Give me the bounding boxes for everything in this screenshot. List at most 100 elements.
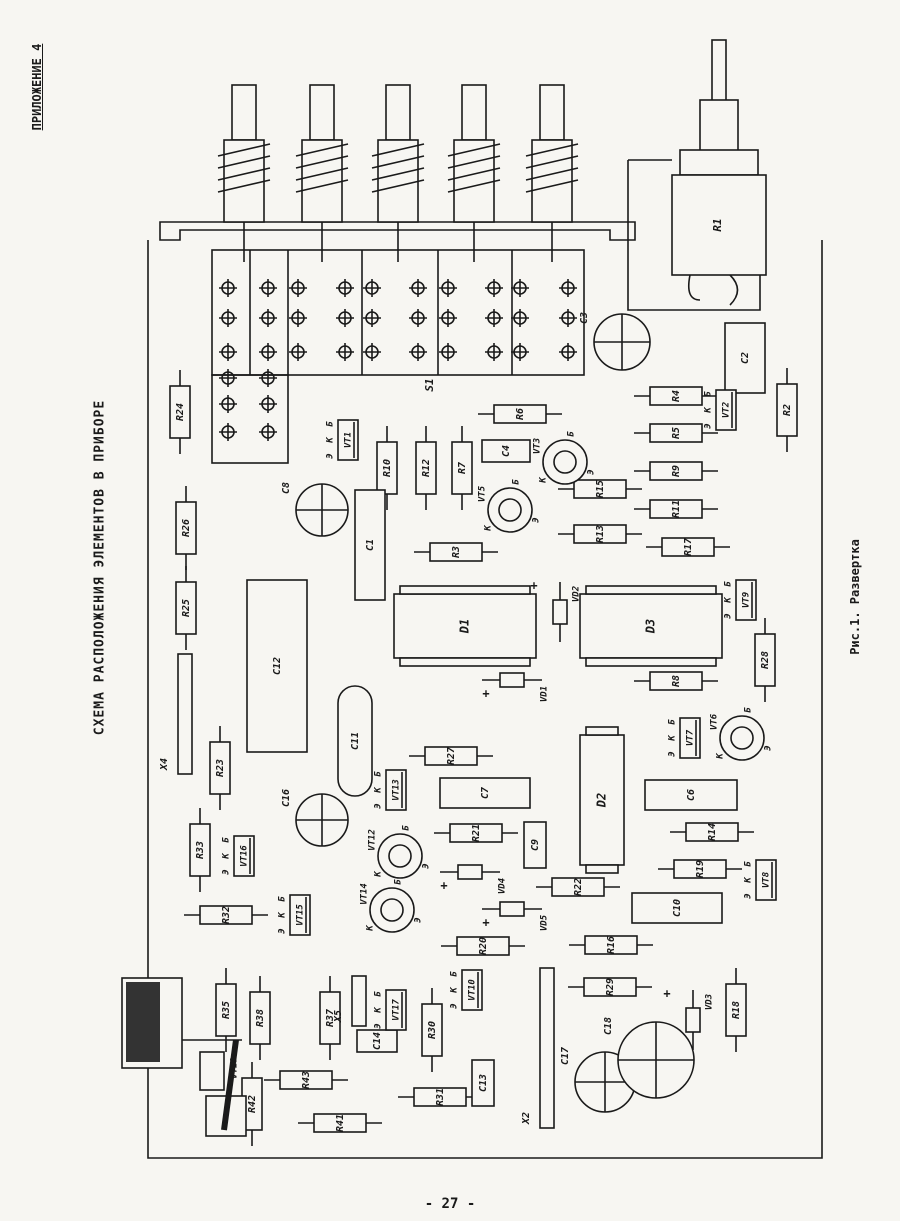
component-label: R35	[221, 1001, 232, 1019]
component-label: +	[482, 687, 489, 701]
component-label: R15	[595, 480, 606, 498]
component-label: C2	[740, 352, 751, 364]
component-label: +	[482, 916, 489, 930]
component-label: К	[222, 852, 232, 860]
component-label: VT6	[710, 713, 720, 730]
component-label: R26	[181, 519, 192, 537]
capacitor-c8: C8	[281, 482, 349, 537]
component-label: C16	[281, 789, 292, 807]
component-label: R13	[595, 525, 606, 543]
component-label: C18	[603, 1017, 614, 1035]
component-label: R24	[175, 403, 186, 421]
tuning-coil	[371, 84, 425, 262]
component-label: Э	[724, 613, 734, 618]
component-label: Э	[374, 1023, 384, 1028]
component-label: C4	[501, 445, 512, 457]
component-label: К	[366, 924, 376, 932]
resistor-r28: R28	[754, 618, 776, 702]
component-label: VT14	[360, 883, 370, 905]
resistor-r37: R37	[319, 976, 341, 1060]
capacitor-c11: C11	[337, 685, 373, 797]
component-label: S1	[423, 378, 436, 391]
chip-d2: D2	[579, 726, 625, 874]
component-label: Б	[704, 391, 714, 397]
resistor-r15: R15	[558, 479, 642, 499]
connector-x2: X2	[521, 967, 555, 1129]
component-label: C14	[372, 1032, 383, 1050]
component-label: К	[374, 1006, 384, 1014]
component-label: К	[539, 476, 549, 484]
component-label: R29	[605, 978, 616, 996]
diode-vd5: VD5 +	[482, 901, 550, 931]
capacitor-c7: C7	[439, 777, 531, 809]
component-label: R30	[427, 1021, 438, 1039]
component-label: Б	[450, 971, 460, 977]
component-label: VD4	[498, 878, 508, 894]
component-label: R8	[671, 675, 682, 687]
component-label: Б	[402, 825, 412, 831]
component-label: R16	[606, 936, 617, 954]
diode-vd1: VD1+	[482, 672, 550, 702]
component-label: R41	[335, 1114, 346, 1132]
component-label: VT8	[762, 872, 772, 888]
component-label: D3	[644, 619, 658, 634]
component-label: R14	[707, 823, 718, 841]
resistor-r4: R4	[634, 386, 718, 406]
resistor-r8: R8	[634, 671, 718, 691]
component-label: VD5	[540, 914, 550, 931]
resistor-r6: R6	[478, 404, 562, 424]
capacitor-c4: C4	[481, 439, 531, 463]
variable-resistor-r1: R1	[627, 39, 767, 311]
component-label: R42	[247, 1095, 258, 1113]
component-label: R2	[782, 404, 793, 416]
resistor-r11: R11	[634, 499, 718, 519]
resistor-r7: R7	[451, 426, 473, 510]
component-label: +	[440, 879, 447, 893]
component-label: К	[724, 596, 734, 604]
resistor-r17: R17	[646, 537, 730, 557]
component-label: C8	[281, 482, 292, 494]
component-label: R6	[515, 408, 526, 420]
component-label: R7	[457, 462, 468, 474]
capacitor-c12: C12	[246, 579, 308, 753]
component-label: R33	[195, 841, 206, 859]
component-label: VT13	[392, 779, 402, 801]
resistor-r22: R22	[536, 877, 620, 897]
component-label: Э	[532, 517, 542, 522]
component-label: Б	[744, 707, 754, 713]
component-label: R23	[215, 759, 226, 777]
component-label: Б	[326, 421, 336, 427]
resistor-r33: R33	[189, 808, 211, 892]
component-label: R3	[451, 546, 462, 558]
component-label: R37	[325, 1009, 336, 1027]
component-label: R31	[435, 1088, 446, 1106]
component-label: Э	[450, 1003, 460, 1008]
component-label: R17	[683, 538, 694, 556]
resistor-r24: R24	[169, 370, 191, 454]
resistor-r23: R23	[209, 726, 231, 810]
component-label: X5	[333, 1010, 344, 1023]
component-label: К	[374, 786, 384, 794]
resistor-r9: R9	[634, 461, 718, 481]
page-number: - 27 -	[424, 1196, 476, 1212]
component-label: R19	[695, 860, 706, 878]
resistor-r18: R18	[725, 968, 747, 1052]
tuning-coil	[447, 84, 501, 262]
resistor-r31: R31	[398, 1087, 482, 1107]
component-label: +	[530, 579, 537, 593]
component-label: Э	[764, 745, 774, 750]
component-label: VT1	[344, 432, 354, 448]
resistor-r32: R32	[184, 905, 268, 925]
capacitor-c14: C14	[356, 1029, 398, 1053]
resistor-r5: R5	[634, 423, 718, 443]
component-label: VT5	[478, 485, 488, 502]
component-label: Б	[394, 879, 404, 885]
component-label: Б	[374, 991, 384, 997]
